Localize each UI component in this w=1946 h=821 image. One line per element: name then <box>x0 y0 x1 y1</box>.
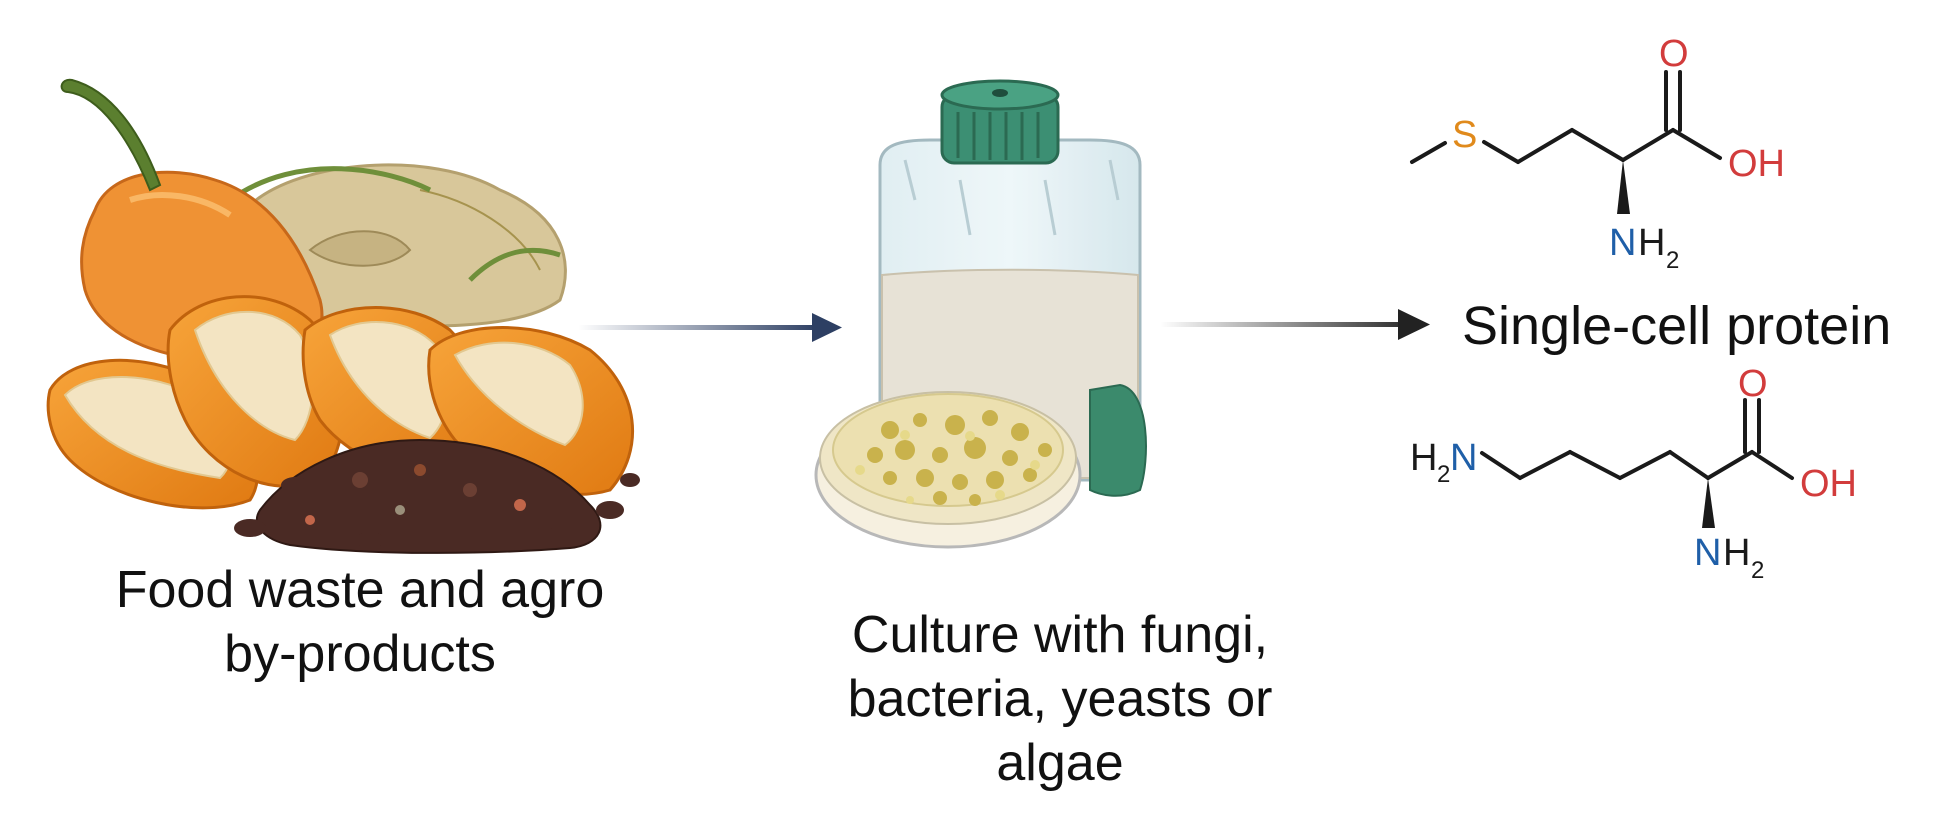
lysine-amine-h: H <box>1410 437 1437 479</box>
methionine-hydroxyl: OH <box>1728 143 1785 185</box>
product-label: Single-cell protein <box>1462 294 1946 358</box>
product-label-line: Single-cell protein <box>1462 296 1892 356</box>
bioreactor-icon <box>814 79 1147 549</box>
methionine-amine-sub: 2 <box>1666 247 1679 274</box>
lysine-amine-n: N <box>1450 437 1477 479</box>
dried-apple-slice <box>228 163 567 328</box>
methionine-amine-n: N <box>1609 222 1636 264</box>
lysine-structure <box>1480 398 1794 528</box>
lysine-alpha-amine-n: N <box>1694 532 1721 574</box>
source-label: Food waste and agro by-products <box>60 558 660 686</box>
methionine-sulfur: S <box>1452 114 1477 156</box>
lysine-oxygen: O <box>1738 363 1768 405</box>
food-waste-icon <box>46 78 640 554</box>
methionine-oxygen: O <box>1659 33 1689 75</box>
culture-label: Culture with fungi, bacteria, yeasts or … <box>780 603 1340 795</box>
culture-label-line: bacteria, yeasts or <box>847 670 1273 728</box>
lysine-alpha-amine-h: H <box>1723 532 1750 574</box>
culture-label-line: algae <box>996 734 1124 792</box>
compost-pile <box>234 438 640 554</box>
arrow-to-protein <box>1160 309 1430 340</box>
arrow-to-culture <box>578 313 842 342</box>
lysine-amine-sub: 2 <box>1437 461 1450 488</box>
methionine-structure <box>1410 70 1722 214</box>
culture-label-line: Culture with fungi, <box>851 606 1269 664</box>
lysine-hydroxyl: OH <box>1800 463 1857 505</box>
orange-peels <box>46 295 635 510</box>
methionine-amine-h: H <box>1638 222 1665 264</box>
source-label-line: Food waste and agro <box>115 561 605 619</box>
source-label-line: by-products <box>224 625 496 683</box>
petri-dish <box>814 391 1082 549</box>
lysine-alpha-amine-sub: 2 <box>1751 557 1764 584</box>
